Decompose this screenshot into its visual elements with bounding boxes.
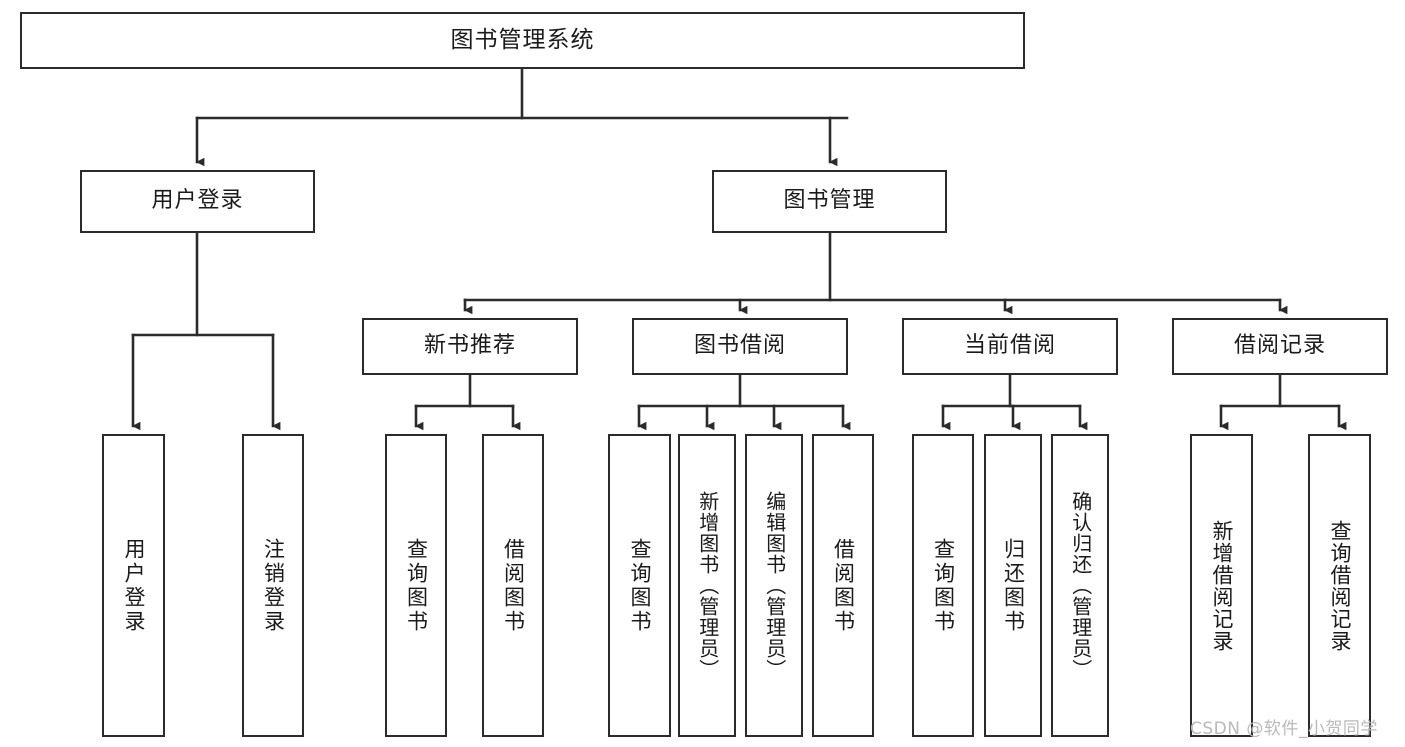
- node-leaf-logout[interactable]: 注销登录: [242, 434, 304, 737]
- node-leaf-add-record-label: 新增借阅记录: [1209, 519, 1234, 652]
- node-book-manage[interactable]: 图书管理: [712, 170, 947, 233]
- node-leaf-add-book-label: 新增图书（管理员）: [695, 491, 720, 680]
- node-leaf-query-record[interactable]: 查询借阅记录: [1308, 434, 1371, 737]
- node-leaf-user-login-label: 用户登录: [121, 537, 146, 634]
- node-leaf-confirm-return[interactable]: 确认归还（管理员）: [1051, 434, 1109, 737]
- node-leaf-borrow-book-1[interactable]: 借阅图书: [482, 434, 544, 737]
- node-book-borrow[interactable]: 图书借阅: [632, 318, 848, 375]
- node-leaf-borrow-book-2[interactable]: 借阅图书: [812, 434, 874, 737]
- node-leaf-edit-book[interactable]: 编辑图书（管理员）: [745, 434, 803, 737]
- node-leaf-add-record[interactable]: 新增借阅记录: [1190, 434, 1253, 737]
- csdn-watermark: CSDN @软件_小贺同学: [1190, 719, 1378, 739]
- node-leaf-query-book-2[interactable]: 查询图书: [608, 434, 671, 737]
- node-leaf-add-book[interactable]: 新增图书（管理员）: [678, 434, 736, 737]
- node-user-login[interactable]: 用户登录: [80, 170, 315, 233]
- node-book-manage-label: 图书管理: [783, 188, 876, 214]
- node-leaf-query-book-3[interactable]: 查询图书: [912, 434, 974, 737]
- node-leaf-confirm-return-label: 确认归还（管理员）: [1068, 491, 1093, 680]
- node-leaf-borrow-book-2-label: 借阅图书: [831, 537, 856, 634]
- node-leaf-user-login[interactable]: 用户登录: [102, 434, 165, 737]
- node-leaf-query-book-2-label: 查询图书: [627, 537, 652, 634]
- node-leaf-edit-book-label: 编辑图书（管理员）: [762, 491, 787, 680]
- node-new-book-recommend[interactable]: 新书推荐: [362, 318, 578, 375]
- node-user-login-label: 用户登录: [151, 188, 244, 214]
- node-root-label: 图书管理系统: [450, 26, 595, 53]
- node-new-book-recommend-label: 新书推荐: [423, 333, 516, 359]
- node-current-borrow-label: 当前借阅: [963, 333, 1056, 359]
- node-leaf-query-book-1[interactable]: 查询图书: [385, 434, 447, 737]
- node-book-borrow-label: 图书借阅: [693, 333, 786, 359]
- node-leaf-query-record-label: 查询借阅记录: [1327, 519, 1352, 652]
- node-leaf-borrow-book-1-label: 借阅图书: [501, 537, 526, 634]
- node-leaf-return-book-label: 归还图书: [1001, 537, 1026, 634]
- node-current-borrow[interactable]: 当前借阅: [902, 318, 1118, 375]
- node-leaf-return-book[interactable]: 归还图书: [984, 434, 1042, 737]
- node-borrow-record[interactable]: 借阅记录: [1172, 318, 1388, 375]
- node-leaf-logout-label: 注销登录: [261, 537, 286, 634]
- node-leaf-query-book-1-label: 查询图书: [404, 537, 429, 634]
- node-leaf-query-book-3-label: 查询图书: [931, 537, 956, 634]
- node-root[interactable]: 图书管理系统: [20, 12, 1025, 69]
- node-borrow-record-label: 借阅记录: [1233, 333, 1326, 359]
